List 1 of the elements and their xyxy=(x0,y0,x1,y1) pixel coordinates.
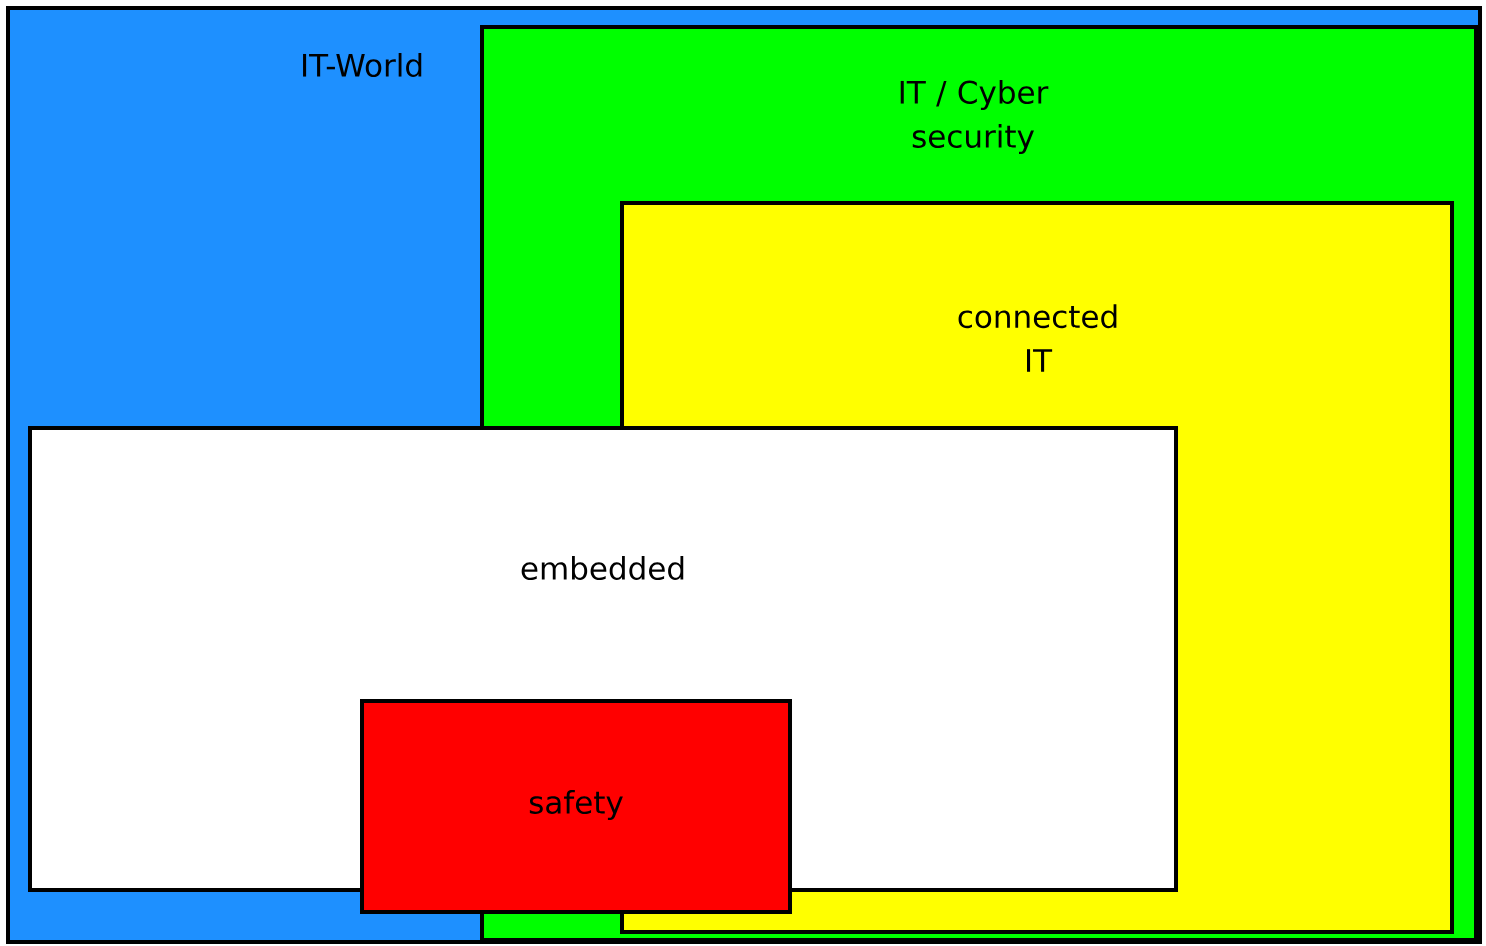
area-box: safety xyxy=(360,699,792,914)
